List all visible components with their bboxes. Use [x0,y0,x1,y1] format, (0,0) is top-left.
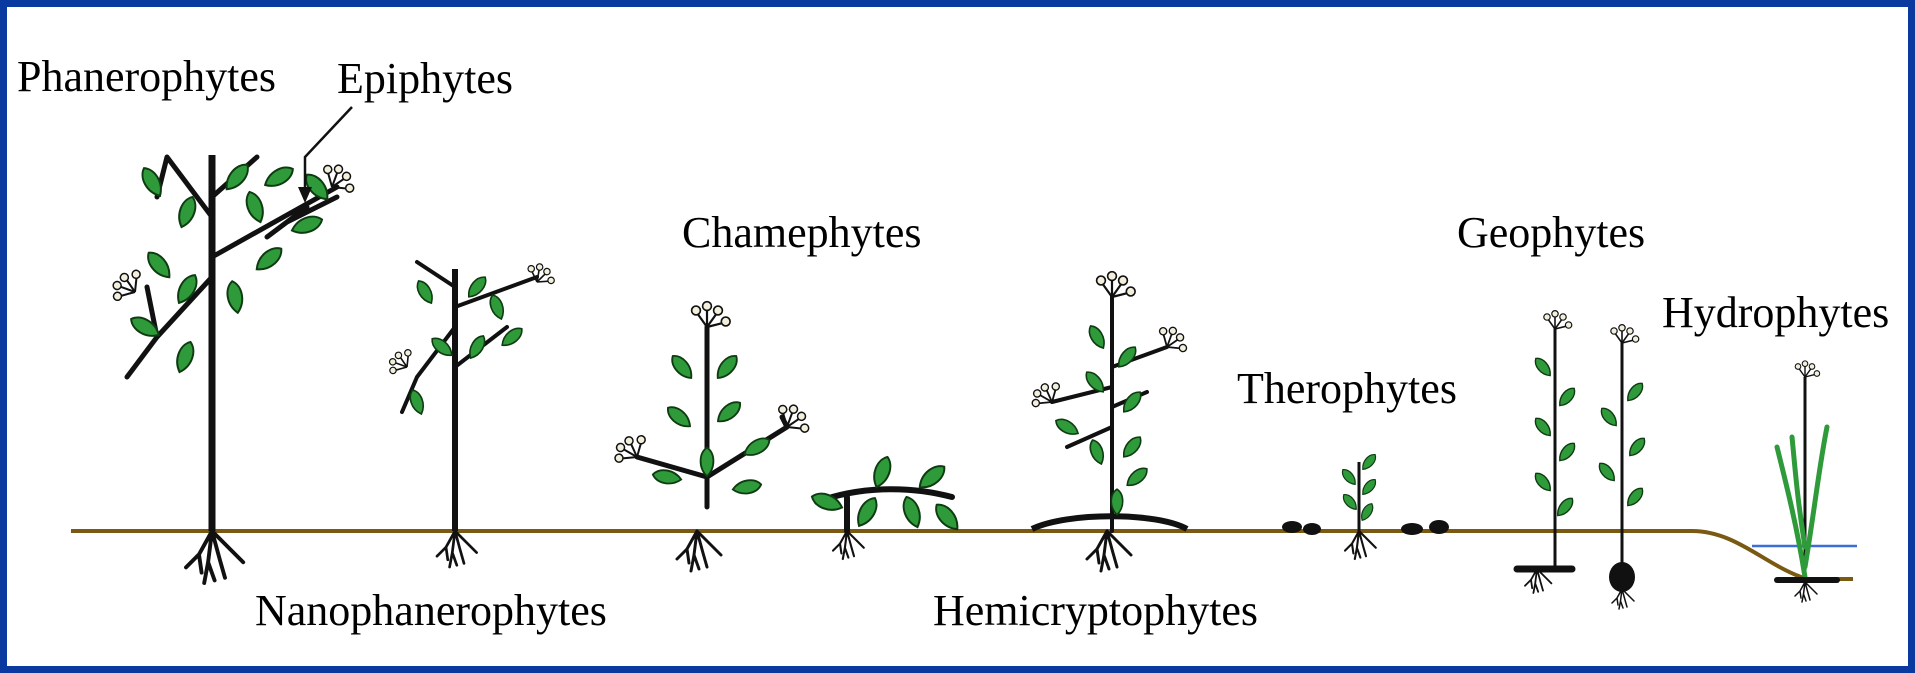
label-nanophanerophytes: Nanophanerophytes [255,589,607,633]
phanerophyte-plant [109,155,360,583]
label-hydrophytes: Hydrophytes [1662,291,1889,335]
hydrophyte-plant [1777,361,1837,602]
hemicryptophyte-plant [1028,272,1192,571]
label-phanerophytes: Phanerophytes [17,55,276,99]
ground-line [71,531,1853,579]
label-therophytes: Therophytes [1237,367,1457,411]
label-chamephytes: Chamephytes [682,211,922,255]
creeping-chamephyte-plant [810,455,963,559]
label-hemicryptophytes: Hemicryptophytes [933,589,1258,633]
nanophanerophyte-plant [386,262,557,567]
therophyte-plant [1282,452,1449,559]
label-epiphytes: Epiphytes [337,57,513,101]
plant-life-forms-illustration [7,7,1915,673]
geophyte-plant-bulb [1596,325,1648,609]
geophyte-plant-rhizome [1517,311,1578,593]
label-geophytes: Geophytes [1457,211,1645,255]
